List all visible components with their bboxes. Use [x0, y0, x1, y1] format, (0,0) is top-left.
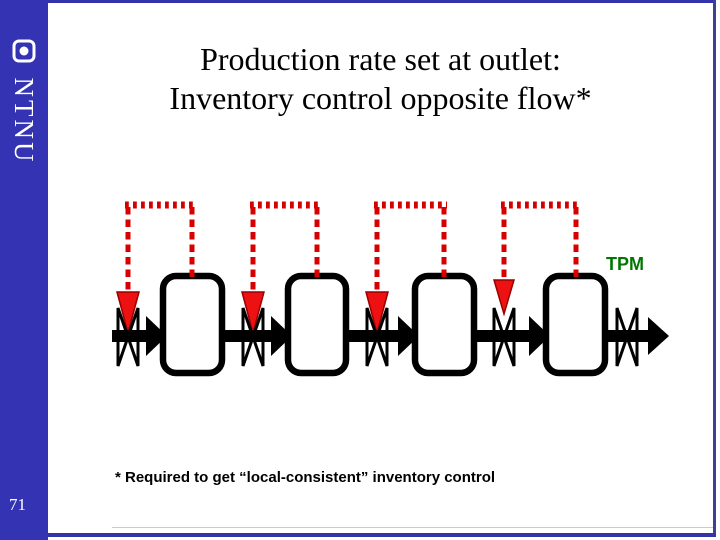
inventory-box: [284, 272, 350, 377]
title-line-1: Production rate set at outlet:: [200, 41, 561, 77]
flow-arrow: [146, 316, 167, 356]
feedback-arrowhead: [492, 279, 516, 317]
slide-border-top: [48, 0, 716, 3]
slide-border-right: [713, 0, 716, 536]
flow-arrow: [271, 316, 292, 356]
page-number: 71: [9, 495, 26, 514]
feedback-arrowhead: [116, 291, 140, 336]
ntnu-logo-text: NTNU: [9, 77, 39, 165]
inventory-box: [542, 272, 609, 377]
ntnu-logo-icon: [12, 39, 36, 63]
inventory-box: [411, 272, 478, 377]
feedback-arrowhead: [241, 291, 265, 336]
flow-arrow: [398, 316, 419, 356]
outlet-arrow: [648, 317, 669, 355]
footnote-text: * Required to get “local-consistent” inv…: [115, 469, 496, 486]
inventory-box: [159, 272, 226, 377]
footer-divider-line: [112, 527, 713, 528]
tpm-label: TPM: [606, 254, 644, 274]
title-line-2: Inventory control opposite flow*: [169, 80, 592, 116]
flow-arrow: [529, 316, 550, 356]
feedback-arrowhead: [365, 291, 389, 336]
slide-title: Production rate set at outlet: Inventory…: [48, 40, 713, 118]
sidebar: NTNU 71: [0, 0, 48, 540]
slide-border-bottom: [48, 533, 716, 537]
